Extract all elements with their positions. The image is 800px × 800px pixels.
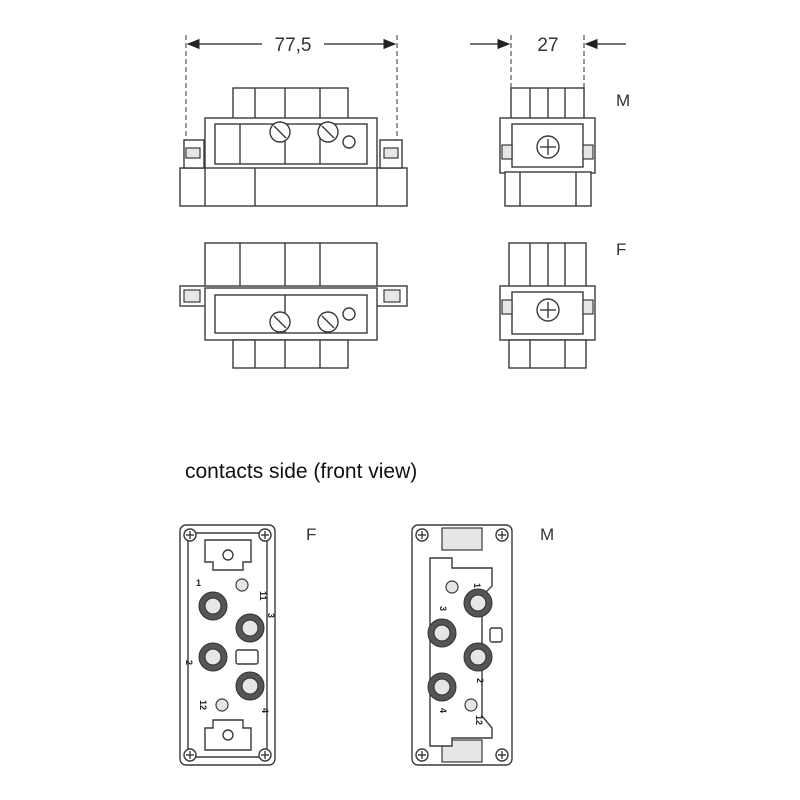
pin-number: 2 xyxy=(184,660,194,665)
pin-number: 3 xyxy=(438,606,448,611)
front-view-caption: contacts side (front view) xyxy=(185,460,417,483)
pin-number: 12 xyxy=(474,715,484,725)
pin-number: 3 xyxy=(266,613,276,618)
pin-number: 1 xyxy=(196,578,201,588)
pin-number: 1 xyxy=(472,583,482,588)
pin-number: 4 xyxy=(260,708,270,713)
male-front-view: 1 3 2 4 12 xyxy=(411,524,513,766)
male-end-view xyxy=(499,87,596,207)
front-view-male-label: M xyxy=(540,525,554,544)
depth-dimension: 27 xyxy=(470,35,626,100)
male-side-view xyxy=(179,87,408,207)
pin-number: 12 xyxy=(198,700,208,710)
width-dimension-label: 77,5 xyxy=(275,35,312,56)
side-view-male-label: M xyxy=(616,91,630,110)
pin-number: 4 xyxy=(438,708,448,713)
female-front-view: 1 11 3 2 12 4 xyxy=(179,524,276,766)
pin-number: 11 xyxy=(258,591,268,601)
front-view-female-label: F xyxy=(306,525,316,544)
female-end-view xyxy=(499,242,596,369)
depth-dimension-label: 27 xyxy=(537,35,558,56)
width-dimension: 77,5 xyxy=(185,35,398,140)
female-side-view xyxy=(179,242,408,369)
pin-number: 2 xyxy=(475,678,485,683)
side-view-female-label: F xyxy=(616,240,626,259)
